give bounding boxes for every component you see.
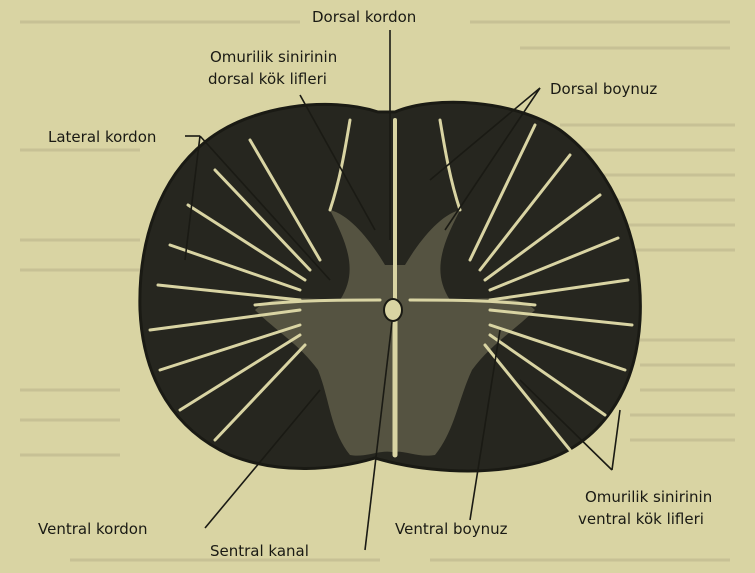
label-dorsal-boynuz: Dorsal boynuz xyxy=(550,80,657,98)
label-ventral-kok-line2: ventral kök lifleri xyxy=(578,510,704,528)
label-dorsal-kordon: Dorsal kordon xyxy=(312,8,416,26)
label-sentral-kanal: Sentral kanal xyxy=(210,542,309,560)
central-canal xyxy=(384,299,402,321)
label-ventral-kok-line1: Omurilik sinirinin xyxy=(585,488,712,506)
label-dorsal-kok-line2: dorsal kök lifleri xyxy=(208,70,327,88)
label-lateral-kordon: Lateral kordon xyxy=(48,128,156,146)
label-dorsal-kok-line1: Omurilik sinirinin xyxy=(210,48,337,66)
label-ventral-kordon: Ventral kordon xyxy=(38,520,147,538)
label-ventral-boynuz: Ventral boynuz xyxy=(395,520,508,538)
